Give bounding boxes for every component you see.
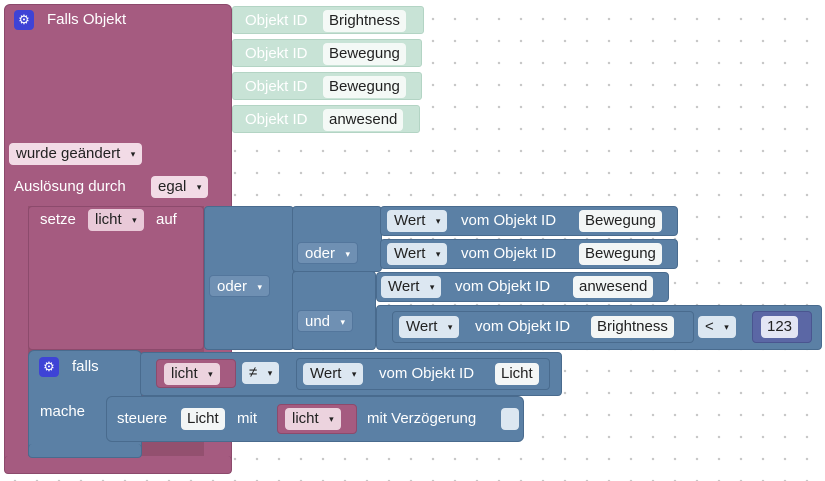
with-label: mit: [237, 410, 257, 427]
set-label: setze: [40, 211, 76, 228]
value-dropdown[interactable]: Wert▾: [387, 210, 448, 232]
object-id-block[interactable]: Objekt ID Bewegung: [232, 72, 422, 100]
trigger-by-dropdown[interactable]: egal▾: [151, 176, 209, 198]
value-block[interactable]: Wert▾ vom Objekt ID Bewegung: [380, 239, 678, 269]
control-block[interactable]: steuere Licht mit licht▾ mit Verzögerung: [106, 396, 524, 442]
value-block[interactable]: Wert▾ vom Objekt ID Brightness: [392, 311, 694, 343]
chevron-down-icon: ▾: [257, 282, 263, 292]
delay-checkbox[interactable]: [501, 408, 519, 430]
chevron-down-icon: ▾: [132, 215, 137, 225]
chevron-down-icon: ▾: [196, 182, 202, 192]
value-object-field[interactable]: Licht: [495, 363, 539, 385]
object-id-label: Objekt ID: [245, 45, 308, 62]
chevron-down-icon: ▾: [208, 369, 213, 379]
value-block[interactable]: Wert▾ vom Objekt ID anwesend: [376, 272, 669, 302]
gear-icon[interactable]: ⚙: [39, 357, 59, 377]
control-label: steuere: [117, 410, 168, 427]
value-of-label: vom Objekt ID: [461, 245, 557, 262]
chevron-down-icon: ▾: [429, 282, 435, 292]
object-id-field[interactable]: Bewegung: [323, 43, 406, 65]
object-id-label: Objekt ID: [245, 12, 308, 29]
object-id-label: Objekt ID: [245, 78, 308, 95]
trigger-by-label: Auslösung durch: [14, 178, 126, 195]
value-of-label: vom Objekt ID: [455, 278, 551, 295]
chevron-down-icon: ▾: [340, 317, 346, 327]
chevron-down-icon: ▾: [329, 414, 334, 424]
trigger-block-bottom: [4, 456, 232, 474]
value-object-field[interactable]: anwesend: [573, 276, 654, 298]
changed-dropdown[interactable]: wurde geändert▾: [9, 143, 143, 165]
variable-get-block[interactable]: licht▾: [156, 359, 236, 388]
chevron-down-icon: ▾: [345, 249, 351, 259]
value-of-label: vom Objekt ID: [461, 212, 557, 229]
variable-dropdown[interactable]: licht▾: [285, 408, 341, 430]
object-id-block[interactable]: Objekt ID Bewegung: [232, 39, 422, 67]
chevron-down-icon: ▾: [267, 368, 273, 378]
comparison-operator-dropdown[interactable]: ≠▾: [242, 362, 280, 384]
logic-or-dropdown[interactable]: oder▾: [209, 275, 271, 297]
value-block[interactable]: Wert▾ vom Objekt ID Bewegung: [380, 206, 678, 236]
value-object-field[interactable]: Bewegung: [579, 210, 662, 232]
chevron-down-icon: ▾: [447, 322, 453, 332]
chevron-down-icon: ▾: [130, 149, 136, 159]
value-of-label: vom Objekt ID: [475, 318, 571, 335]
gear-icon[interactable]: ⚙: [14, 10, 34, 30]
set-variable-dropdown[interactable]: licht▾: [88, 209, 144, 231]
object-id-block[interactable]: Objekt ID anwesend: [232, 105, 420, 133]
object-id-field[interactable]: Brightness: [323, 10, 406, 32]
trigger-title: Falls Objekt: [47, 11, 127, 28]
chevron-down-icon: ▾: [351, 369, 357, 379]
chevron-down-icon: ▾: [724, 322, 729, 332]
number-block[interactable]: 123: [752, 311, 812, 343]
logic-or-inner-dropdown[interactable]: oder▾: [297, 242, 359, 264]
chevron-down-icon: ▾: [435, 216, 441, 226]
value-dropdown[interactable]: Wert▾: [381, 276, 442, 298]
value-of-label: vom Objekt ID: [379, 365, 475, 382]
chevron-down-icon: ▾: [435, 249, 441, 259]
value-dropdown[interactable]: Wert▾: [303, 363, 364, 385]
if-block-bottom: [28, 444, 142, 458]
delay-label: mit Verzögerung: [367, 410, 477, 427]
object-id-label: Objekt ID: [245, 111, 308, 128]
variable-dropdown[interactable]: licht▾: [164, 363, 220, 385]
value-dropdown[interactable]: Wert▾: [399, 316, 460, 338]
object-id-block[interactable]: Objekt ID Brightness: [232, 6, 424, 34]
logic-and-dropdown[interactable]: und▾: [297, 310, 354, 332]
if-label: falls: [72, 358, 99, 375]
control-object-field[interactable]: Licht: [181, 408, 225, 430]
object-id-field[interactable]: Bewegung: [323, 76, 406, 98]
to-label: auf: [156, 211, 177, 228]
value-object-field[interactable]: Bewegung: [579, 243, 662, 265]
variable-get-block[interactable]: licht▾: [277, 404, 357, 434]
object-id-field[interactable]: anwesend: [323, 109, 404, 131]
value-object-field[interactable]: Brightness: [591, 316, 674, 338]
value-dropdown[interactable]: Wert▾: [387, 243, 448, 265]
value-block[interactable]: Wert▾ vom Objekt ID Licht: [296, 358, 550, 390]
do-label: mache: [40, 403, 86, 420]
number-field[interactable]: 123: [761, 316, 799, 338]
compare-operator-dropdown[interactable]: <▾: [698, 316, 736, 338]
